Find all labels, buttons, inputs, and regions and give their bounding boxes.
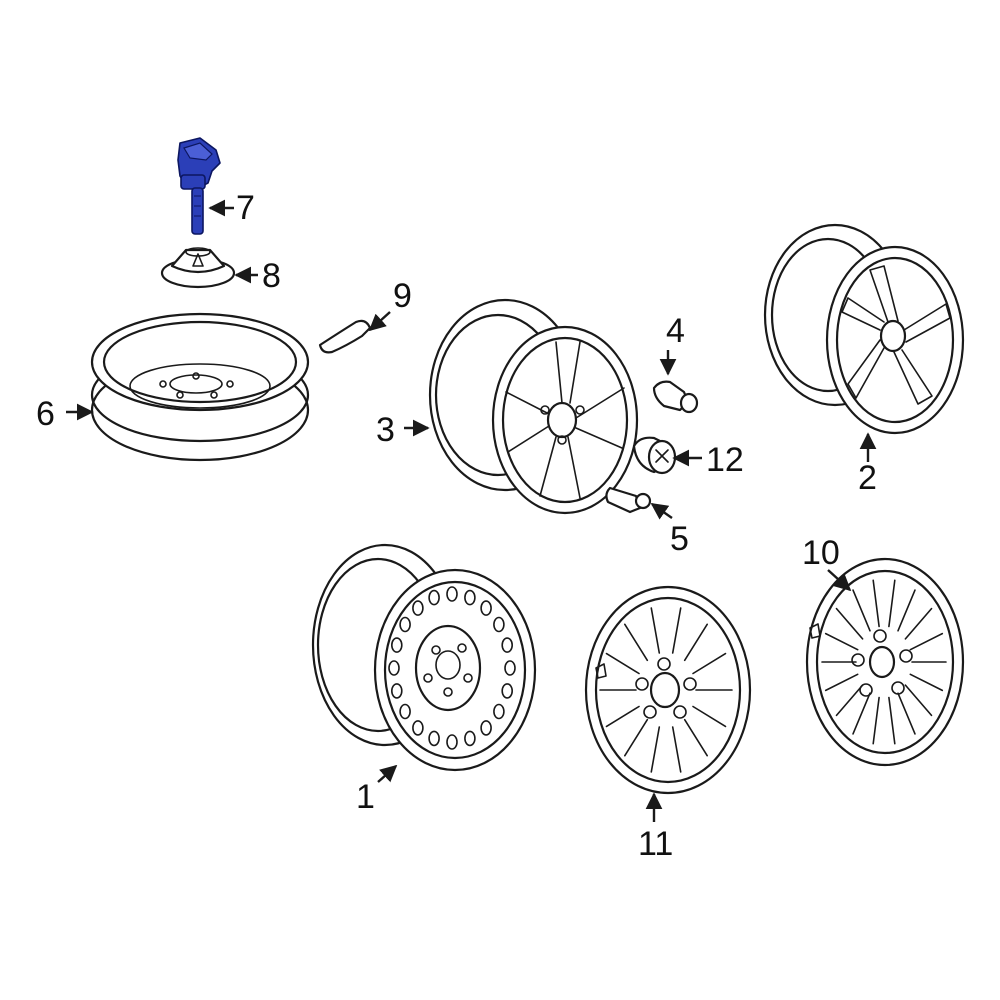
callout-1: 1	[356, 778, 375, 816]
cover-slots	[599, 607, 733, 773]
vent-hole	[504, 660, 516, 676]
cover-slot	[692, 705, 727, 728]
vent-hole	[464, 730, 476, 747]
vent-hole	[501, 683, 514, 699]
vent-hole	[412, 720, 424, 736]
vent-hole	[390, 637, 403, 653]
callout-5: 5	[670, 520, 689, 558]
cover-slot	[692, 652, 727, 675]
vent-hole	[493, 616, 505, 633]
cover-slot	[671, 607, 682, 654]
cover-slot	[623, 718, 649, 757]
vent-hole	[480, 720, 492, 736]
vent-hole	[428, 730, 440, 747]
part-2-alloy-wheel[interactable]	[763, 223, 965, 435]
cover-slot	[835, 684, 864, 717]
cover-slot	[605, 705, 640, 728]
callout-7: 7	[236, 189, 255, 227]
cover-slot	[683, 718, 709, 757]
vent-hole	[464, 589, 476, 606]
part-4-lug-nut[interactable]	[652, 380, 699, 414]
callout-9: 9	[393, 277, 412, 315]
callout-2: 2	[858, 459, 877, 497]
cover-slot	[623, 623, 649, 662]
cover-slot	[872, 579, 880, 628]
part-3-alloy-wheel[interactable]	[428, 298, 639, 515]
part-11-wheel-cover[interactable]	[584, 585, 752, 795]
cover-slots	[821, 579, 947, 745]
cover-slot	[909, 673, 944, 692]
cover-slot	[824, 673, 859, 692]
part-8-spacer[interactable]	[160, 247, 236, 289]
cover-slot	[909, 632, 944, 651]
vent-hole	[446, 586, 458, 602]
cover-slot	[824, 632, 859, 651]
vent-hole	[446, 734, 458, 750]
vent-hole	[412, 600, 424, 616]
callout-3: 3	[376, 411, 395, 449]
vent-hole	[480, 600, 492, 616]
cover-slot	[872, 696, 880, 745]
part-12-center-cap[interactable]	[632, 436, 677, 475]
cover-slot	[888, 579, 896, 628]
cover-slot	[852, 589, 871, 632]
callout-11: 11	[638, 825, 673, 863]
cover-slot	[835, 607, 864, 640]
cover-slot	[683, 623, 709, 662]
callout-12: 12	[706, 441, 744, 479]
vent-hole	[399, 703, 411, 720]
callout-8: 8	[262, 257, 281, 295]
cover-slot	[650, 726, 661, 773]
vent-hole	[390, 683, 403, 699]
cover-slot	[852, 692, 871, 735]
part-9-clip[interactable]	[318, 319, 372, 354]
cover-slot	[888, 696, 896, 745]
cover-slot	[671, 726, 682, 773]
vent-hole	[388, 660, 400, 676]
part-5-valve-stem[interactable]	[605, 486, 652, 514]
vent-hole	[493, 703, 505, 720]
callout-4: 4	[666, 312, 685, 350]
vent-hole	[428, 589, 440, 606]
leader-lines	[66, 199, 877, 822]
cover-slot	[904, 607, 933, 640]
part-6-spare-wheel[interactable]	[90, 312, 310, 462]
callout-10: 10	[802, 534, 840, 572]
part-10-wheel-cover[interactable]	[805, 557, 965, 767]
cover-slot	[904, 684, 933, 717]
part-7-bolt[interactable]	[177, 137, 221, 235]
vent-hole	[501, 637, 514, 653]
cover-slot	[605, 652, 640, 675]
part-1-steel-wheel[interactable]	[311, 543, 537, 772]
cover-slot	[897, 589, 916, 632]
vent-hole	[399, 616, 411, 633]
vent-holes	[388, 586, 516, 750]
callout-labels: 7 8 9 6 3 4 12 5 2 10 1 11	[36, 189, 877, 863]
cover-slot	[897, 692, 916, 735]
callout-6: 6	[36, 395, 55, 433]
cover-slot	[650, 607, 661, 654]
